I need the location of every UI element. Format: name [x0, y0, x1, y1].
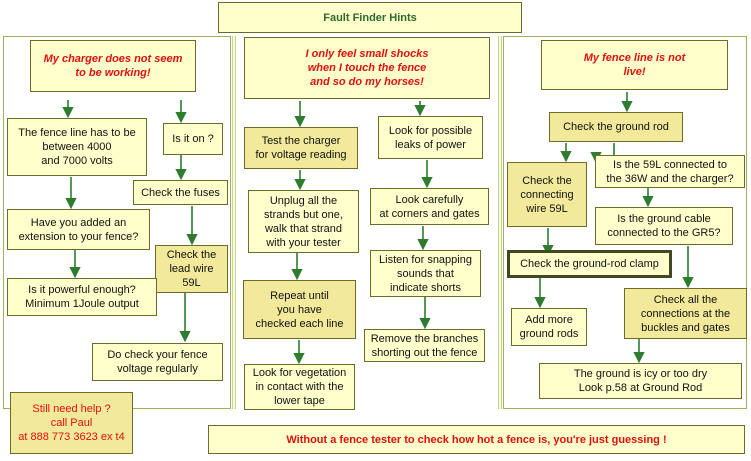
fence-not-live-header: My fence line is not live!	[541, 40, 728, 90]
connections-box: Check all the connections at the buckles…	[624, 288, 747, 339]
snapping-box: Listen for snapping sounds that indicate…	[370, 250, 481, 297]
footer-banner: Without a fence tester to check how hot …	[208, 425, 745, 454]
repeat-box: Repeat until you have checked each line	[243, 280, 356, 339]
small-shocks-header: I only feel small shocks when I touch th…	[244, 37, 490, 99]
more-ground-rods-box: Add more ground rods	[511, 308, 587, 346]
ground-rod-box: Check the ground rod	[549, 112, 683, 142]
icy-ground-box: The ground is icy or too dry Look p.58 a…	[539, 363, 742, 399]
charger-not-working-header: My charger does not seem to be working!	[30, 40, 196, 92]
left-divider	[232, 36, 236, 409]
lead-wire-box: Check the lead wire 59L	[155, 245, 228, 293]
fence-voltage-box: The fence line has to be between 4000 an…	[7, 118, 147, 176]
right-divider	[498, 36, 502, 409]
test-charger-box: Test the charger for voltage reading	[244, 127, 358, 169]
connecting-wire-box: Check the connecting wire 59L	[507, 162, 587, 227]
corners-box: Look carefully at corners and gates	[370, 188, 489, 225]
connected-36w-box: Is the 59L connected to the 36W and the …	[595, 155, 745, 188]
leaks-box: Look for possible leaks of power	[378, 116, 483, 159]
extension-box: Have you added an extension to your fenc…	[7, 209, 150, 250]
ground-cable-box: Is the ground cable connected to the GR5…	[595, 207, 733, 245]
help-contact-box: Still need help ? call Paul at 888 773 3…	[10, 392, 133, 454]
check-fuses-box: Check the fuses	[133, 180, 228, 205]
vegetation-box: Look for vegetation in contact with the …	[244, 364, 355, 410]
unplug-box: Unplug all the strands but one, walk tha…	[248, 190, 359, 253]
is-it-on-box: Is it on ?	[163, 123, 223, 155]
powerful-enough-box: Is it powerful enough? Minimum 1Joule ou…	[7, 278, 157, 316]
branches-box: Remove the branches shorting out the fen…	[364, 329, 485, 362]
ground-rod-clamp-box: Check the ground-rod clamp	[507, 250, 672, 278]
page-title: Fault Finder Hints	[218, 2, 522, 33]
check-voltage-box: Do check your fence voltage regularly	[92, 343, 223, 381]
